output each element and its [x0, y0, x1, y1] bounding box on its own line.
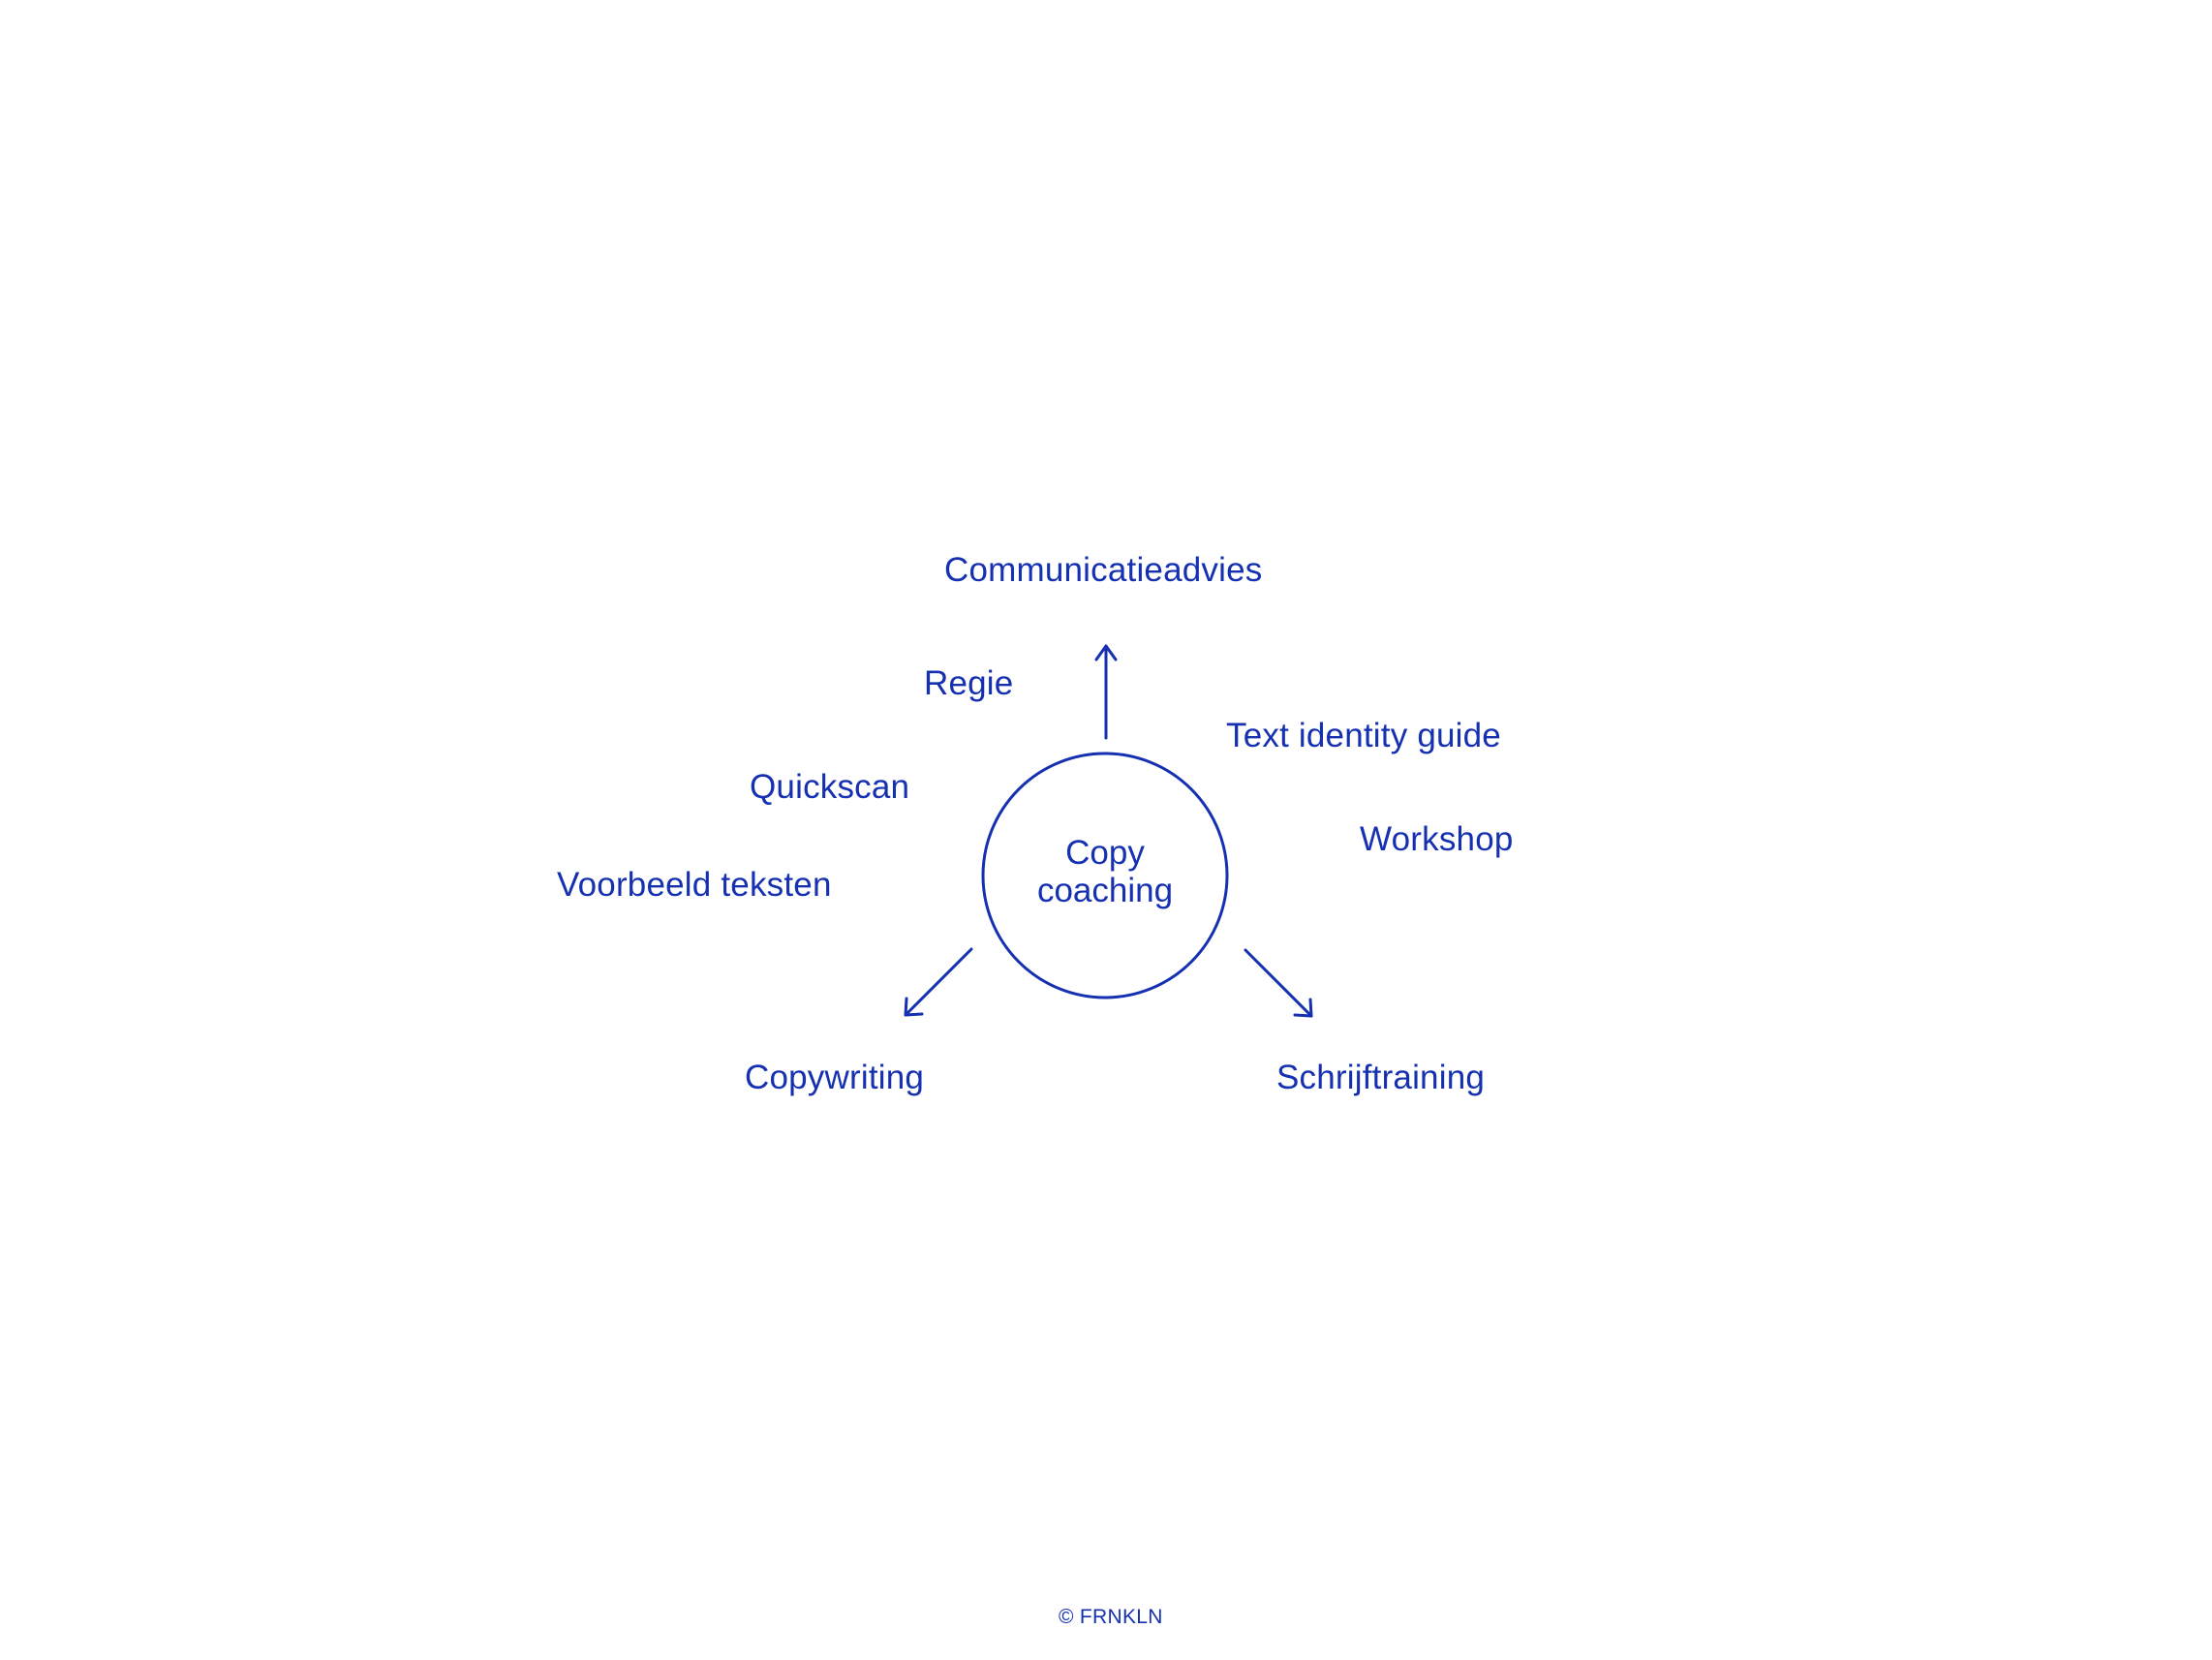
center-label-line1: Copy: [1065, 834, 1145, 872]
center-label: Copy coaching: [984, 834, 1226, 909]
node-communicatieadvies: Communicatieadvies: [944, 551, 1263, 589]
item-text-identity-guide: Text identity guide: [1226, 717, 1501, 754]
item-voorbeeld-teksten: Voorbeeld teksten: [557, 866, 832, 904]
item-workshop: Workshop: [1360, 820, 1514, 858]
node-schrijftraining: Schrijftraining: [1276, 1059, 1486, 1096]
node-copywriting: Copywriting: [745, 1059, 925, 1096]
arrow-up-icon: [1094, 644, 1118, 740]
center-circle: [981, 752, 1229, 999]
item-quickscan: Quickscan: [750, 768, 910, 806]
center-label-line2: coaching: [1036, 872, 1174, 909]
arrow-down-left-icon: [904, 947, 973, 1017]
item-regie: Regie: [924, 664, 1014, 702]
arrow-down-right-icon: [1244, 948, 1313, 1018]
copyright-footer: © FRNKLN: [1059, 1606, 1163, 1628]
